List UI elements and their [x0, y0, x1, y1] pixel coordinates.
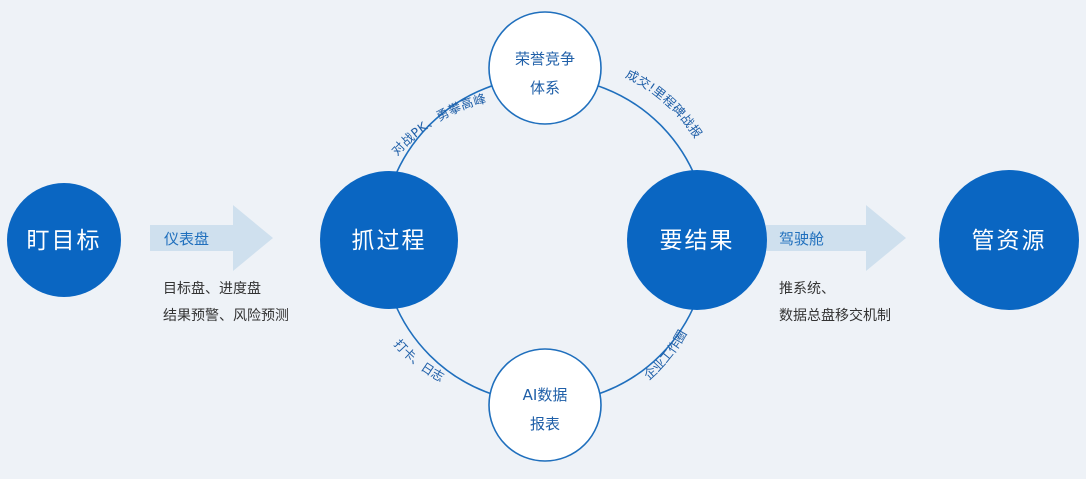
process-circle	[320, 171, 458, 309]
cockpit-label: 驾驶舱	[779, 230, 824, 248]
honor-label-line1: 荣誉竞争	[515, 50, 575, 68]
cockpit-desc-line1: 推系统、	[779, 281, 835, 297]
result-label: 要结果	[660, 228, 735, 254]
dashboard-arrow	[150, 205, 273, 271]
dashboard-desc-line2: 结果预警、风险预测	[163, 308, 289, 324]
ai-report-circle	[488, 348, 602, 462]
arc-label-top-left: 对战PK、勇攀高峰	[388, 91, 488, 159]
target-circle	[7, 183, 121, 297]
arc-label-bottom-right: 企业工作圈	[641, 327, 690, 382]
cockpit-desc-line2: 数据总盘移交机制	[779, 307, 891, 324]
ai-report-label-line1: AI数据	[523, 386, 568, 404]
cockpit-arrow	[766, 205, 906, 271]
dashboard-desc-line1: 目标盘、进度盘	[163, 280, 261, 297]
honor-label-line2: 体系	[530, 79, 560, 97]
result-circle	[627, 170, 767, 310]
process-label: 抓过程	[352, 228, 427, 254]
target-label: 盯目标	[27, 228, 102, 254]
dashboard-label: 仪表盘	[164, 230, 209, 248]
resource-label: 管资源	[972, 228, 1047, 254]
ai-report-label-line2: 报表	[530, 415, 560, 433]
resource-circle	[939, 170, 1079, 310]
honor-circle	[488, 11, 602, 125]
